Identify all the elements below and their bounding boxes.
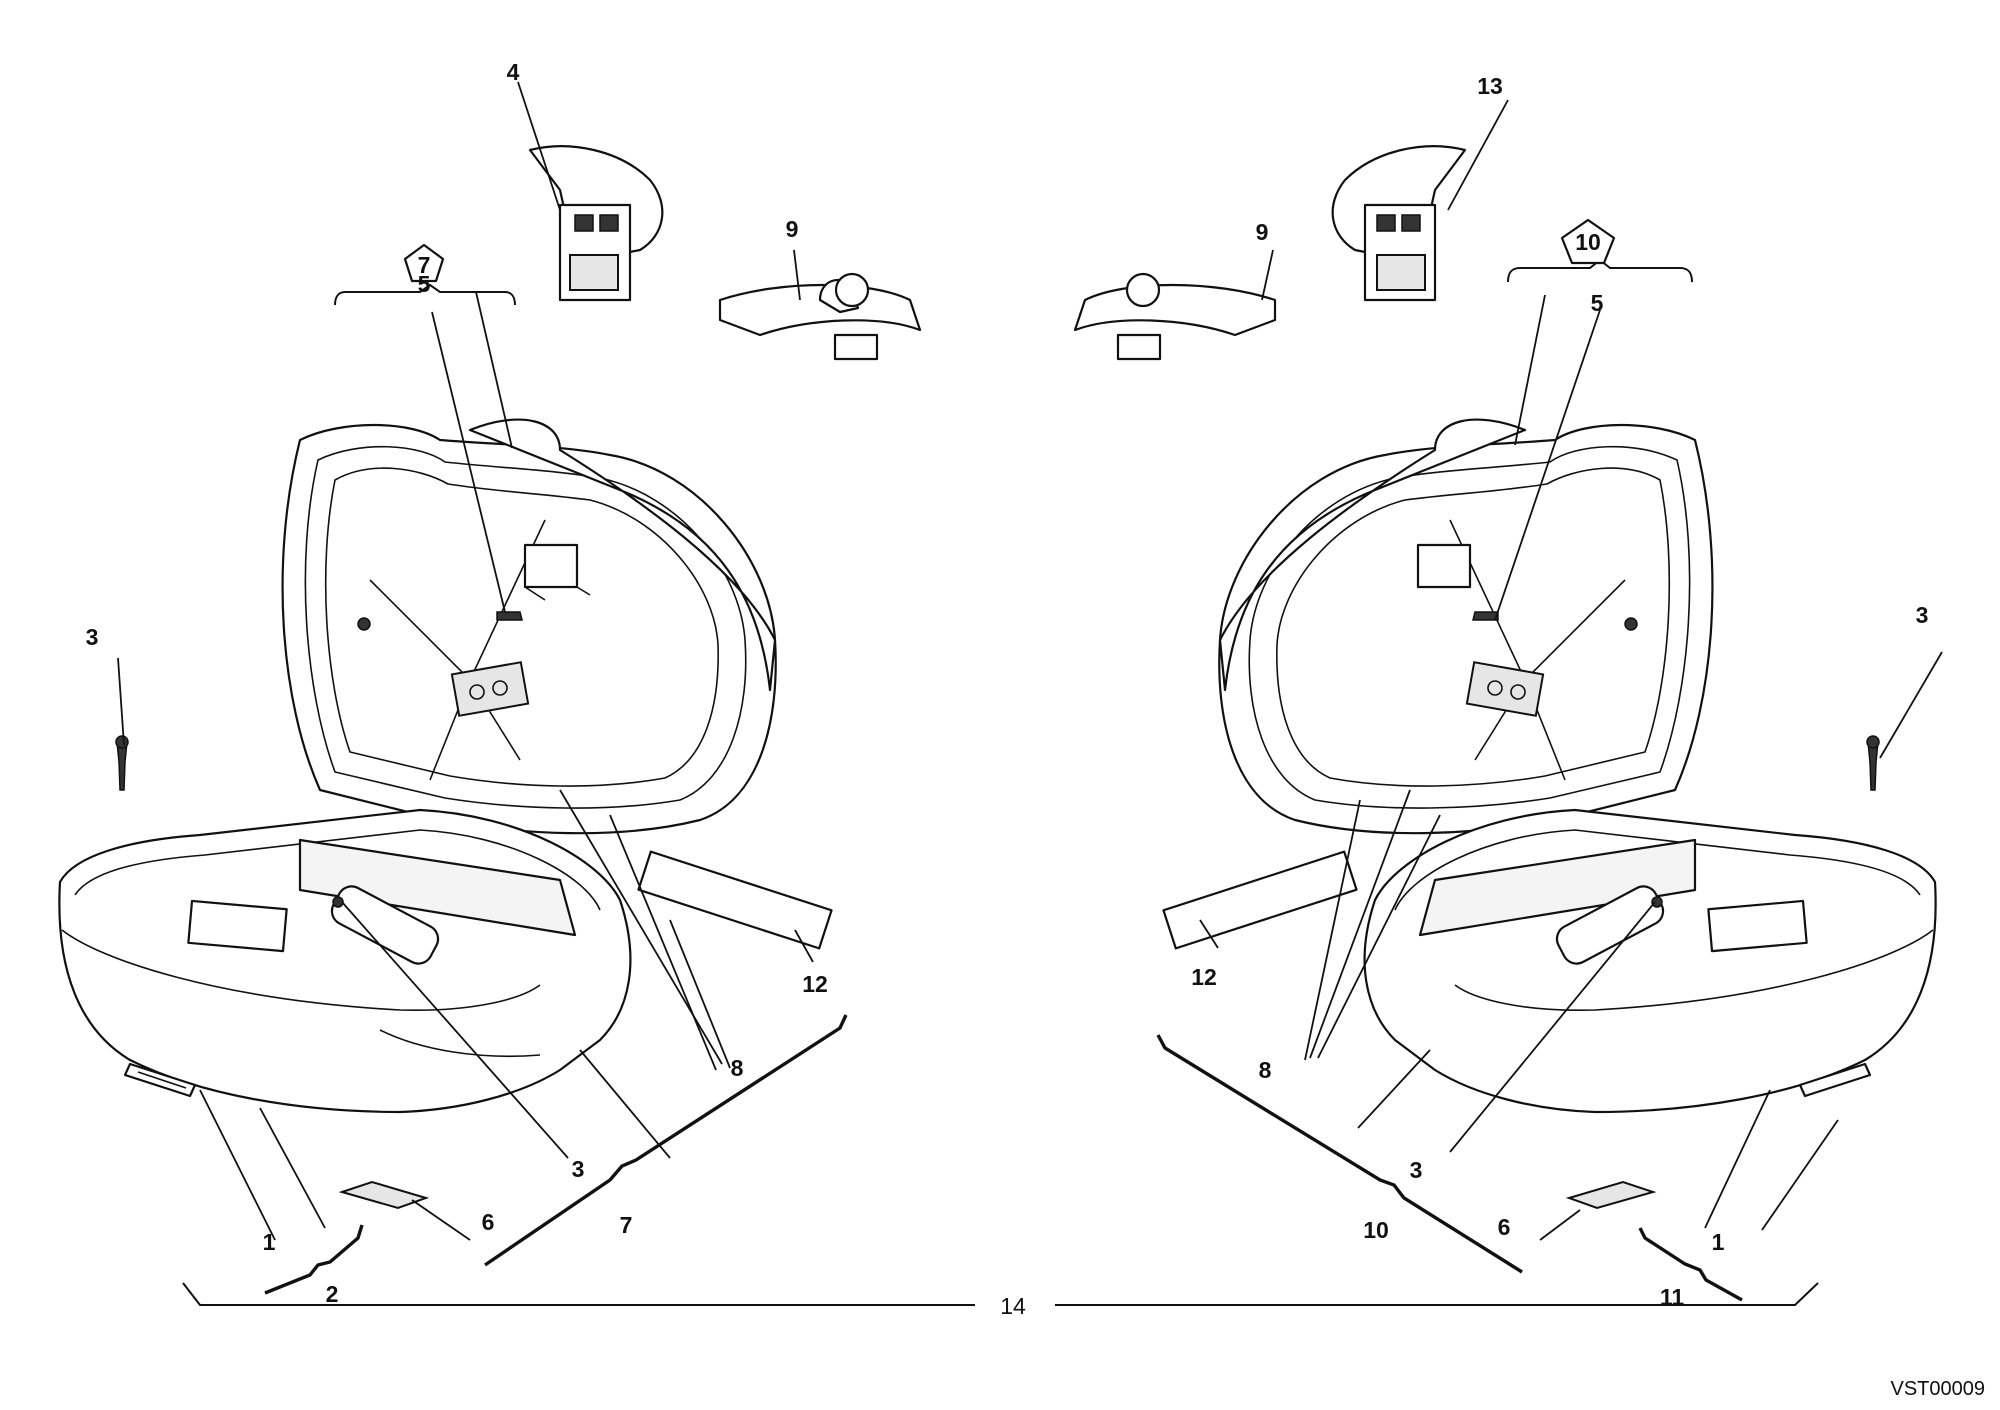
callout-10-right: 10 [1363,1217,1389,1243]
callout-3-lower-left: 3 [572,1156,585,1182]
callout-1-left: 1 [263,1229,276,1255]
left-kit-number: 7 [418,252,431,278]
left-leader-lines [117,81,814,1241]
callout-3-lower-right: 3 [1410,1157,1423,1183]
callout-12-left: 12 [802,971,828,997]
right-decal-6 [1565,1180,1657,1210]
right-leader-lines [1199,99,1943,1241]
left-callouts: 4 5 9 3 12 8 3 7 6 1 2 [86,59,828,1307]
left-case-base [58,808,632,1114]
right-callouts: 13 5 9 3 12 8 3 10 6 1 11 [1191,73,1928,1310]
right-part-12-pad [1162,850,1358,950]
callout-5-right: 5 [1591,290,1604,316]
callout-8-left: 8 [731,1055,744,1081]
right-case-base [1363,808,1937,1114]
right-decal-1 [1798,1062,1872,1098]
callout-7-left: 7 [620,1212,633,1238]
left-case-assembly [58,145,922,1210]
callout-9-right: 9 [1256,219,1269,245]
left-decal-1 [123,1062,197,1098]
right-case-assembly [1073,145,1937,1210]
callout-3-screw-left: 3 [86,624,99,650]
callout-6-left: 6 [482,1209,495,1235]
callout-11-right: 11 [1660,1284,1685,1310]
left-lid [281,418,777,835]
callout-14-overall: 14 [1000,1293,1026,1319]
pentagon-kit-icon: 10 [1560,218,1616,265]
kit-brackets [182,258,1819,1306]
callout-1-right: 1 [1712,1229,1725,1255]
left-part-9-cover [718,272,922,361]
callout-2-left: 2 [326,1281,339,1307]
drawing-code: VST00009 [1890,1378,1985,1400]
callout-12-right: 12 [1191,964,1217,990]
right-part-13-latch [1331,145,1467,302]
left-part-12-pad [637,850,833,950]
callout-13-right: 13 [1477,73,1503,99]
right-part-9-cover [1073,272,1277,361]
right-lid [1218,418,1714,835]
left-screw-3 [115,735,129,791]
callout-3-screw-right: 3 [1916,602,1929,628]
callout-4-left: 4 [507,59,520,85]
callout-9-left: 9 [786,216,799,242]
callout-5-left: 5 [418,271,431,297]
right-kit-number: 10 [1575,229,1601,255]
left-part-4-latch [528,145,664,302]
pentagon-kit-icon: 7 [403,243,445,283]
callout-6-right: 6 [1498,1214,1511,1240]
left-decal-6 [338,1180,430,1210]
right-screw-3 [1866,735,1880,791]
callout-8-right: 8 [1259,1057,1272,1083]
